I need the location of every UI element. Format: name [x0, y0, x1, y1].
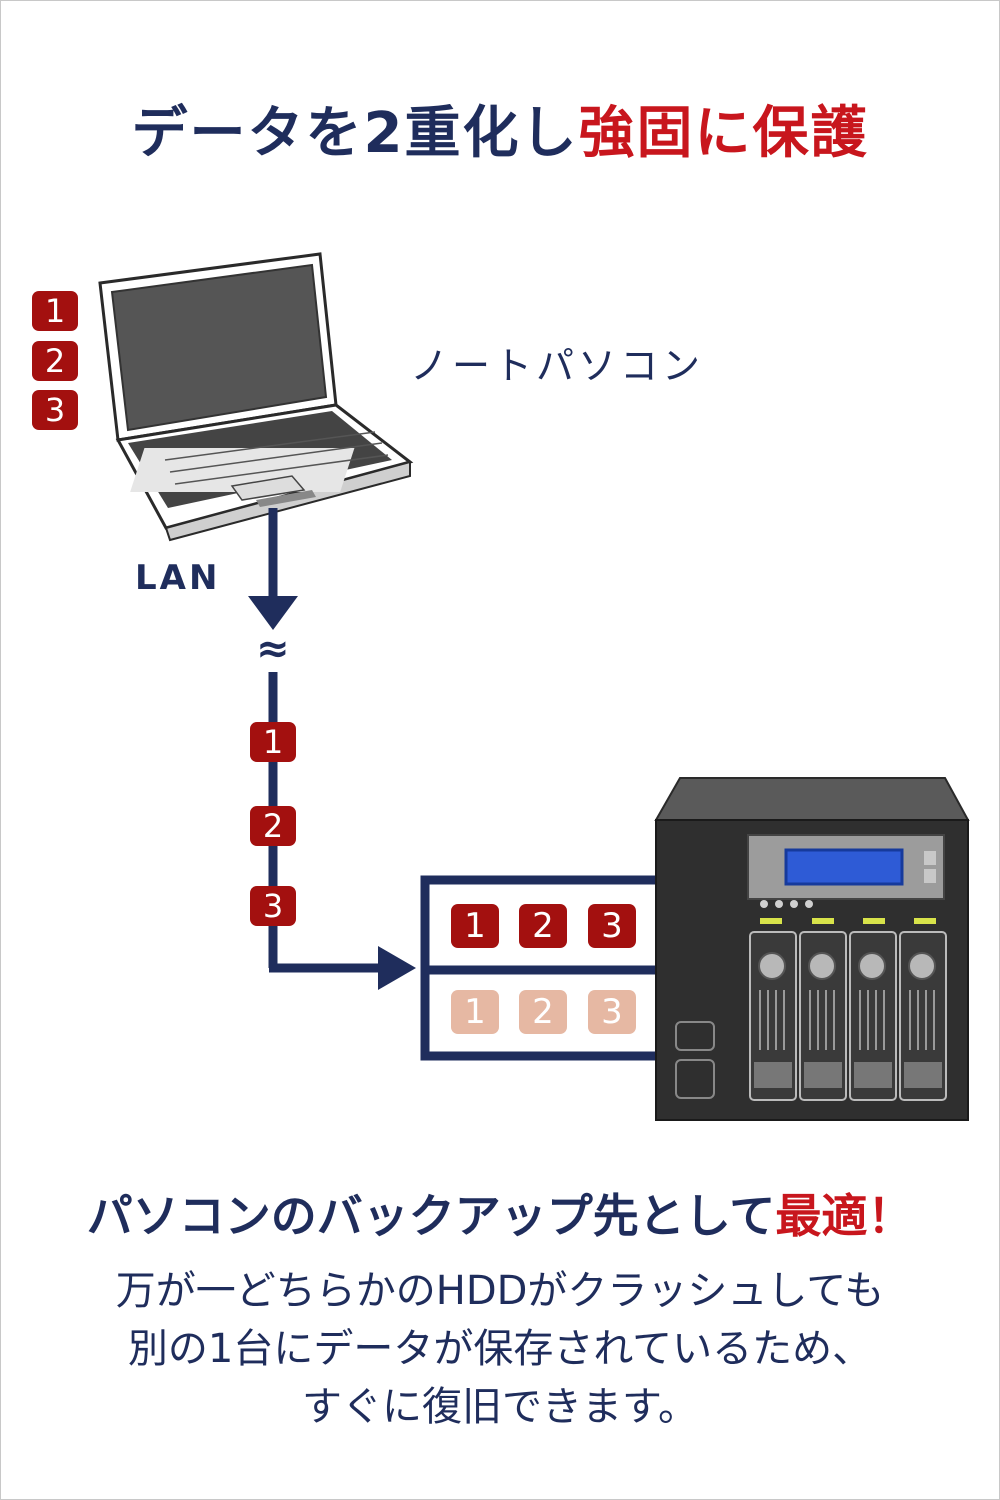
laptop-label: ノートパソコン — [410, 344, 705, 388]
description-line-2: 別の1台にデータが保存されているため、 — [127, 1326, 873, 1372]
wave-break-icon: ≈ — [256, 626, 290, 672]
lan-label: LAN — [135, 558, 221, 598]
laptop-badge-1: 1 — [32, 291, 78, 331]
headline-main: データを2重化し — [131, 101, 579, 166]
mirror-drive-badge-3: 3 — [588, 990, 636, 1034]
tagline: パソコンのバックアップ先として最適！ — [0, 1180, 1000, 1246]
down-arrow-icon — [248, 596, 298, 630]
right-arrow-icon — [378, 946, 416, 990]
cable-badge-3: 3 — [250, 886, 296, 926]
primary-drive-badge-3: 3 — [588, 904, 636, 948]
primary-drive-badge-1: 1 — [451, 904, 499, 948]
laptop-badge-3: 3 — [32, 390, 78, 430]
mirror-drive-badge-2: 2 — [519, 990, 567, 1034]
description-line-3: すぐに復旧できます。 — [302, 1384, 698, 1430]
laptop-badge-2: 2 — [32, 341, 78, 381]
laptop-icon — [98, 252, 414, 542]
cable-badge-1: 1 — [250, 722, 296, 762]
primary-drive-badge-2: 2 — [519, 904, 567, 948]
tagline-accent: 最適！ — [775, 1189, 914, 1243]
headline: データを2重化し強固に保護 — [0, 88, 1000, 169]
tagline-main: パソコンのバックアップ先として — [86, 1189, 776, 1243]
cable-badge-2: 2 — [250, 806, 296, 846]
nas-icon — [654, 777, 970, 1121]
description: 万が一どちらかのHDDがクラッシュしても 別の1台にデータが保存されているため、… — [0, 1262, 1000, 1436]
description-line-1: 万が一どちらかのHDDがクラッシュしても — [115, 1268, 885, 1314]
headline-accent: 強固に保護 — [578, 101, 869, 166]
mirror-drive-badge-1: 1 — [451, 990, 499, 1034]
